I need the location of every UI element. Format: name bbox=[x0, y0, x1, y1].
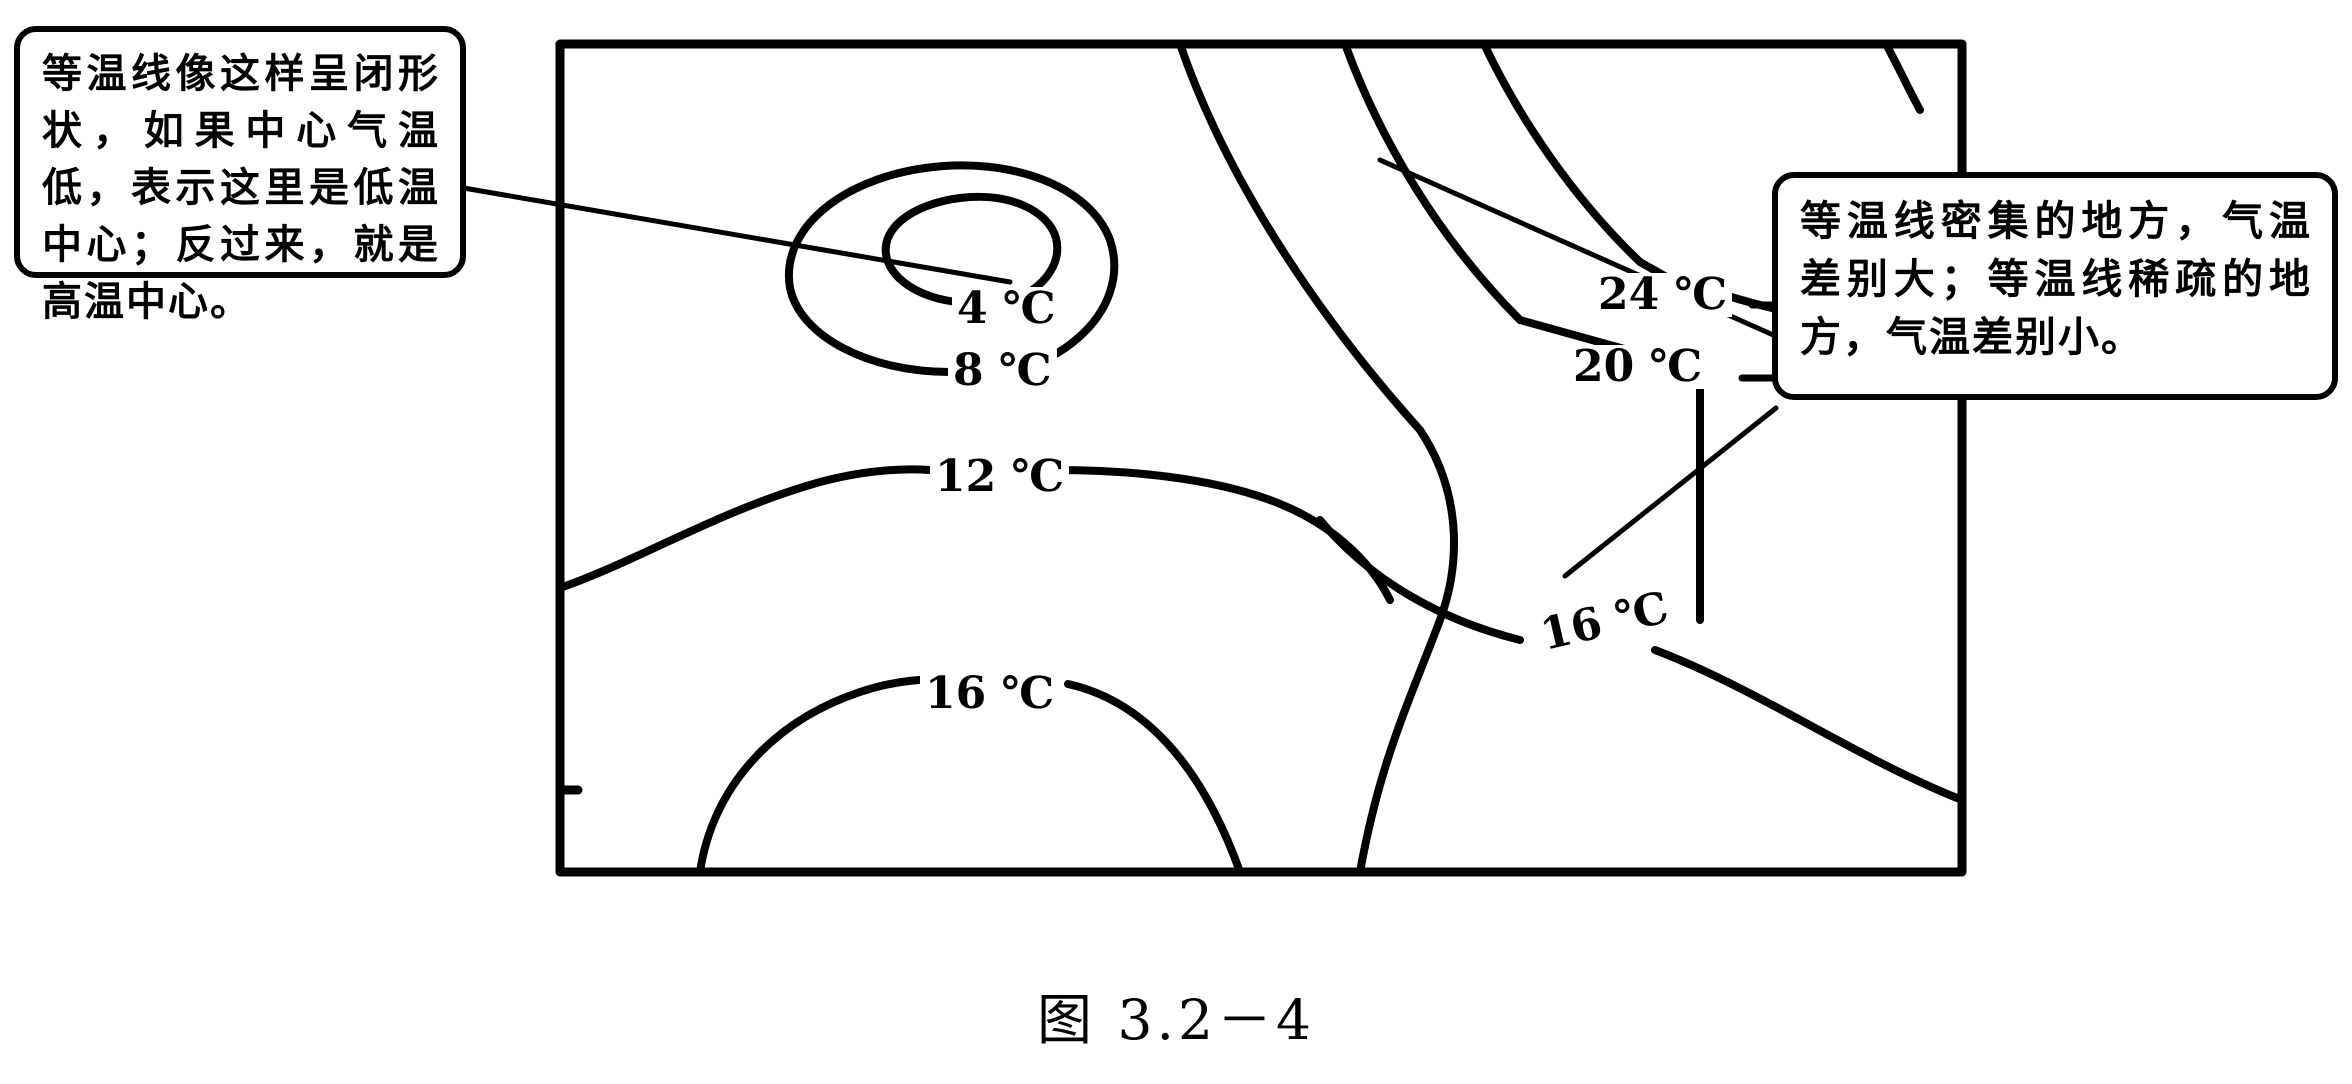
isotherm-8-oval-left bbox=[784, 161, 1119, 376]
callout-right-text: 等温线密集的地方，气温差别大；等温线稀疏的地方，气温差别小。 bbox=[1800, 197, 2312, 361]
contour-label-4c: 4 ℃ bbox=[952, 287, 1061, 331]
contour-label-20c: 20 ℃ bbox=[1568, 345, 1708, 389]
leader-line-left-callout bbox=[449, 183, 1013, 285]
isotherm-16-bottom-left bbox=[696, 675, 952, 876]
isotherm-20-line bbox=[1341, 40, 1704, 374]
isotherm-outer-sweep bbox=[1176, 40, 1458, 876]
map-frame-border bbox=[555, 39, 1967, 877]
isotherm-16-bottom-right bbox=[1064, 680, 1244, 876]
leader-line-right-callout-lower bbox=[1562, 405, 1779, 579]
isotherm-12-left bbox=[556, 465, 934, 592]
isotherm-corner-hook bbox=[1882, 40, 1924, 114]
isotherm-12-right bbox=[1051, 466, 1394, 604]
contour-label-24c: 24 ℃ bbox=[1593, 273, 1733, 317]
figure-caption: 图 3.2－4 bbox=[1037, 988, 1315, 1052]
isotherm-24-line bbox=[1480, 40, 1704, 300]
callout-low-high-temperature-center: 等温线像这样呈闭形状，如果中心气温低，表示这里是低温中心；反过来，就是高温中心。 bbox=[14, 26, 466, 325]
contour-label-8c: 8 ℃ bbox=[948, 349, 1057, 393]
isotherm-16-right-left bbox=[1316, 516, 1524, 644]
contour-label-16c-lower-left: 16 ℃ bbox=[920, 672, 1060, 716]
contour-label-12c: 12 ℃ bbox=[930, 455, 1070, 499]
isotherm-4-oval bbox=[881, 192, 1062, 307]
callout-isotherm-density: 等温线密集的地方，气温差别大；等温线稀疏的地方，气温差别小。 bbox=[1772, 172, 2338, 400]
callout-left-text: 等温线像这样呈闭形状，如果中心气温低，表示这里是低温中心；反过来，就是高温中心。 bbox=[42, 51, 440, 325]
isotherm-16-right-right bbox=[1651, 646, 1966, 804]
